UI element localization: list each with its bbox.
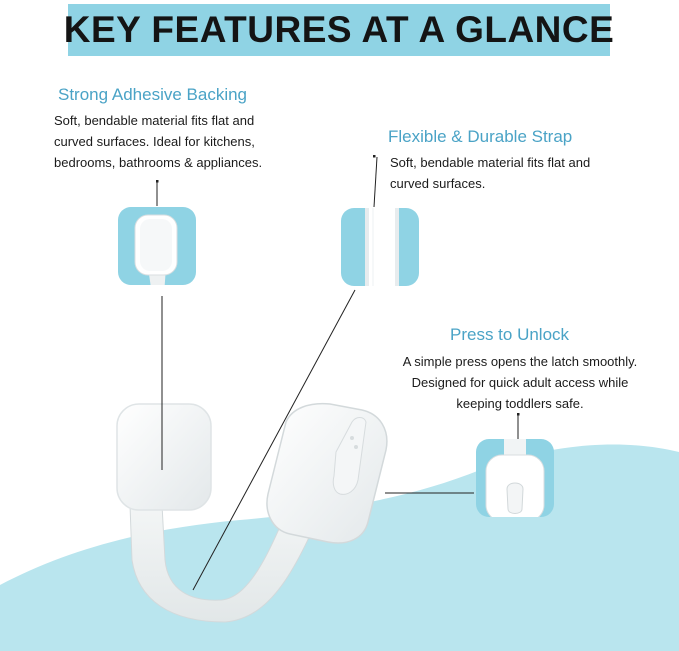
adhesive-pad	[116, 403, 212, 511]
strap-heading: Flexible & Durable Strap	[388, 127, 573, 146]
latch-housing	[266, 402, 388, 544]
press-description: A simple press opens the latch smoothly.…	[402, 354, 638, 411]
adhesive-description: Soft, bendable material fits flat and cu…	[54, 113, 263, 170]
strap-closeup-icon	[341, 208, 419, 286]
strap-callout-top	[373, 156, 378, 208]
page-title: KEY FEATURES AT A GLANCE	[63, 9, 615, 50]
press-heading: Press to Unlock	[450, 325, 570, 344]
strap-description: Soft, bendable material fits flat and cu…	[390, 155, 591, 191]
latch-button-closeup-icon	[476, 439, 554, 517]
callout-lines	[156, 155, 520, 591]
title-band: KEY FEATURES AT A GLANCE	[64, 4, 614, 56]
adhesive-pad-closeup-icon	[118, 207, 196, 285]
adhesive-heading: Strong Adhesive Backing	[58, 85, 248, 104]
strap-callout-line	[192, 289, 356, 591]
